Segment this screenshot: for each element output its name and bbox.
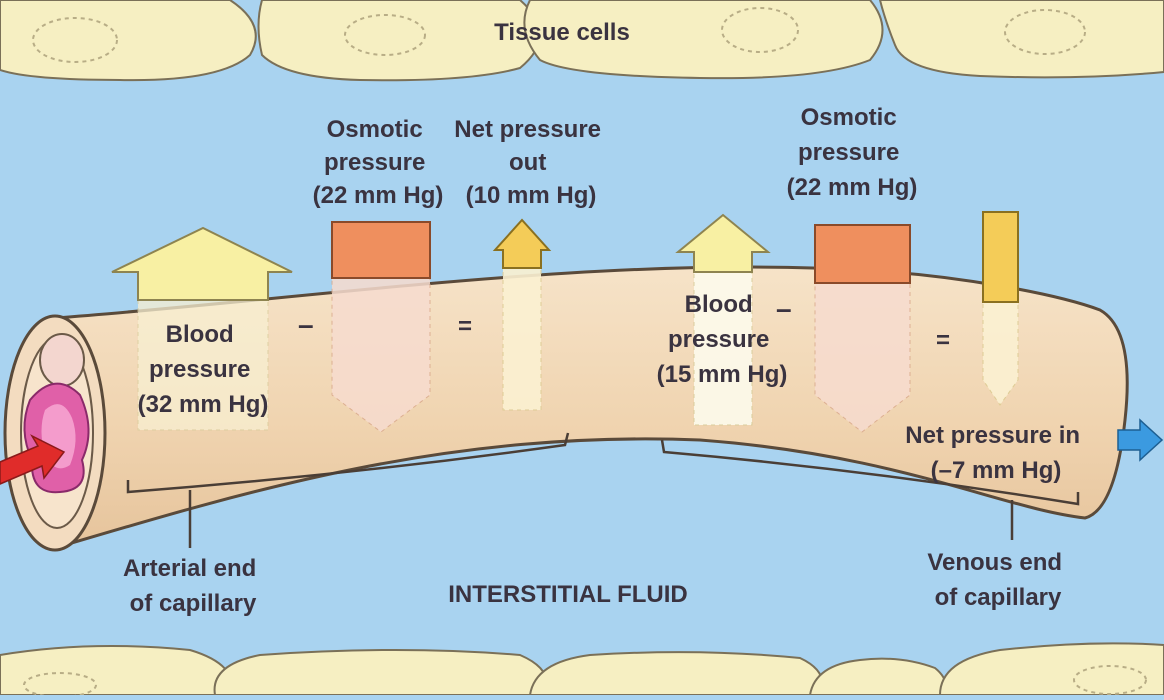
arterial-end-bracket: [126, 432, 570, 548]
arterial-net-pressure-arrow: [492, 218, 552, 411]
venous-blood-pressure-label: Blood pressure (15 mm Hg): [657, 291, 788, 388]
venous-net-pressure-label: Net pressure in (–7 mm Hg): [905, 422, 1086, 484]
venous-net-pressure-arrow: [982, 211, 1019, 406]
venous-osmotic-label: Osmotic pressure (22 mm Hg): [787, 104, 918, 201]
arterial-blood-pressure-label: Blood pressure (32 mm Hg): [138, 321, 269, 418]
venous-equals-sign: =: [936, 327, 950, 354]
venous-blood-pressure-arrow: [675, 213, 771, 426]
tissue-cell: [0, 645, 233, 696]
cell-nucleus: [344, 14, 426, 56]
arterial-minus-sign: –: [298, 309, 314, 340]
venous-osmotic-pressure-arrow: [814, 224, 911, 433]
venous-minus-sign: –: [776, 293, 792, 324]
tissue-cell: [938, 642, 1164, 696]
bottom-tissue-cells: [0, 642, 1164, 698]
cell-nucleus: [1073, 665, 1147, 695]
blood-cell: [39, 333, 85, 387]
venous-end-bracket: [660, 439, 1080, 540]
blood-inflow-arrow: [0, 434, 66, 485]
arterial-equals-sign: =: [458, 313, 472, 340]
arterial-osmotic-label: Osmotic pressure (22 mm Hg): [313, 116, 444, 209]
top-tissue-cells: [0, 0, 1164, 82]
arterial-blood-pressure-arrow: [111, 226, 293, 431]
tissue-cell: [878, 0, 1164, 79]
tissue-cell: [528, 651, 824, 696]
arterial-osmotic-pressure-arrow: [331, 221, 431, 433]
tissue-cell: [0, 0, 257, 82]
tissue-cells-label: Tissue cells: [494, 19, 630, 46]
tissue-cell: [213, 649, 549, 696]
cell-nucleus: [32, 17, 118, 63]
interstitial-fluid-label: INTERSTITIAL FLUID: [448, 581, 688, 608]
arterial-end-label: Arterial end of capillary: [123, 555, 263, 617]
venous-end-label: Venous end of capillary: [927, 549, 1068, 611]
cell-nucleus: [721, 7, 799, 53]
blood-outflow-arrow: [1117, 418, 1164, 462]
cell-nucleus: [1004, 9, 1086, 55]
arterial-net-pressure-label: Net pressure out (10 mm Hg): [454, 116, 607, 209]
